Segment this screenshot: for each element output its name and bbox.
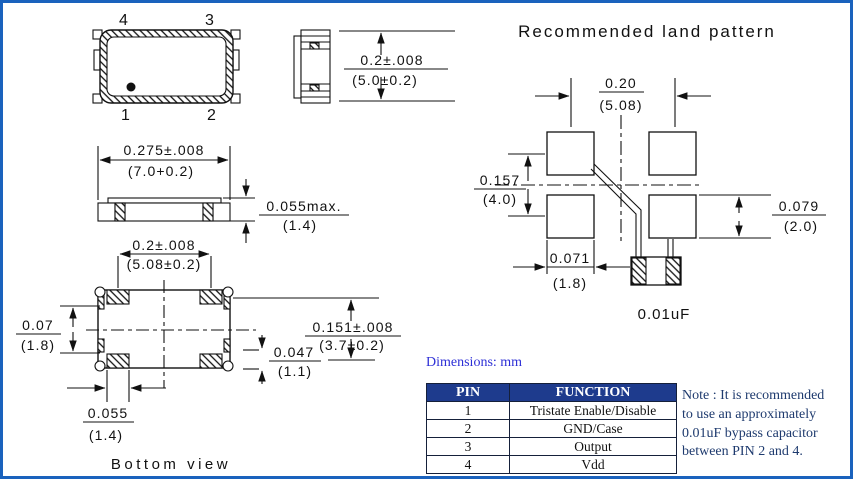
dim-inner-width-mm: (3.7±0.2) bbox=[319, 337, 385, 353]
dim-body-width-lines bbox=[97, 146, 231, 200]
table-row: 4 Vdd bbox=[426, 455, 677, 474]
dim-pad-offset-mm: (1.1) bbox=[278, 363, 312, 379]
dim-pad-height-lines bbox=[16, 305, 100, 354]
note-line: to use an approximately bbox=[682, 406, 817, 422]
dim-lp-pad-height-lines bbox=[699, 194, 826, 239]
table-row: 3 Output bbox=[426, 437, 677, 456]
dim-body-height-inch: 0.2±.008 bbox=[360, 52, 423, 68]
note-line: Note : It is recommended bbox=[682, 388, 825, 403]
pin-number-cell: 2 bbox=[426, 419, 510, 438]
dim-lp-pitch-y-lines bbox=[474, 153, 545, 217]
dim-lp-pitch-y-inch: 0.157 bbox=[480, 172, 521, 188]
capacitor-value-label: 0.01uF bbox=[638, 306, 691, 323]
dim-pad-offset-lines bbox=[243, 335, 321, 384]
dim-pad-pitch-mm: (5.08±0.2) bbox=[127, 256, 202, 272]
pin-label-3: 3 bbox=[205, 12, 215, 29]
table-header-row: PIN FUNCTION bbox=[426, 383, 677, 402]
dimensions-unit-label: Dimensions: mm bbox=[426, 355, 523, 370]
pin-label-2: 2 bbox=[207, 107, 217, 124]
dim-lp-pad-height-inch: 0.079 bbox=[779, 198, 820, 214]
note-line: 0.01uF bypass capacitor bbox=[682, 425, 818, 441]
dim-inner-width-lines bbox=[233, 297, 401, 361]
pin-label-4: 4 bbox=[119, 12, 129, 29]
dim-lp-pitch-x-mm: (5.08) bbox=[599, 97, 642, 113]
dim-body-height-lines bbox=[339, 30, 455, 102]
pin-function-cell: GND/Case bbox=[509, 419, 677, 438]
dim-thickness-mm: (1.4) bbox=[283, 217, 317, 233]
dim-lp-pad-width-inch: 0.071 bbox=[550, 250, 591, 266]
pin-function-cell: Output bbox=[509, 437, 677, 456]
dim-lp-pitch-x-lines bbox=[535, 78, 711, 127]
pin1-marker-dot bbox=[126, 82, 136, 92]
table-row: 1 Tristate Enable/Disable bbox=[426, 401, 677, 420]
pin-number-cell: 3 bbox=[426, 437, 510, 456]
dim-pad-width-lines bbox=[67, 370, 166, 423]
dim-pad-height-inch: 0.07 bbox=[22, 317, 54, 333]
dim-pad-pitch-lines bbox=[117, 250, 212, 288]
package-side-view bbox=[97, 197, 231, 222]
dim-pad-offset-inch: 0.047 bbox=[274, 344, 315, 360]
bypass-capacitor-note: Note : It is recommended to use an appro… bbox=[682, 387, 850, 462]
dim-thickness-lines bbox=[223, 179, 349, 243]
dim-lp-pad-width-lines bbox=[513, 240, 630, 274]
pin-column-header: PIN bbox=[426, 383, 510, 402]
dim-lp-pitch-x-inch: 0.20 bbox=[605, 75, 637, 91]
pin-function-table: PIN FUNCTION 1 Tristate Enable/Disable 2… bbox=[426, 383, 677, 474]
land-pattern-drawing bbox=[495, 115, 703, 286]
bypass-trace bbox=[590, 168, 637, 257]
bottom-view-label: Bottom view bbox=[111, 456, 231, 473]
package-end-view bbox=[293, 29, 331, 104]
pin-label-1: 1 bbox=[121, 107, 131, 124]
dim-pad-height-mm: (1.8) bbox=[21, 337, 55, 353]
dim-body-width-mm: (7.0+0.2) bbox=[128, 163, 194, 179]
package-top-view bbox=[92, 29, 241, 104]
pin-function-cell: Tristate Enable/Disable bbox=[509, 401, 677, 420]
dim-pad-pitch-inch: 0.2±.008 bbox=[132, 237, 195, 253]
technical-drawing-canvas: 4 3 1 2 0.2±.008 (5.0±0.2) 0.275±.008 (7… bbox=[16, 12, 826, 473]
dim-lp-pitch-y-mm: (4.0) bbox=[483, 191, 517, 207]
land-pattern-title: Recommended land pattern bbox=[518, 22, 776, 41]
package-bottom-view bbox=[86, 280, 256, 388]
dim-pad-width-inch: 0.055 bbox=[88, 405, 129, 421]
dim-lp-pad-height-mm: (2.0) bbox=[784, 218, 818, 234]
dim-lp-pad-width-mm: (1.8) bbox=[553, 275, 587, 291]
dim-inner-width-inch: 0.151±.008 bbox=[313, 319, 394, 335]
dim-body-height-mm: (5.0±0.2) bbox=[352, 72, 418, 88]
dim-pad-width-mm: (1.4) bbox=[89, 427, 123, 443]
bypass-capacitor-symbol bbox=[630, 256, 682, 286]
dim-body-width-inch: 0.275±.008 bbox=[124, 142, 205, 158]
dim-thickness-inch: 0.055max. bbox=[266, 198, 341, 214]
function-column-header: FUNCTION bbox=[509, 383, 677, 402]
pin-number-cell: 1 bbox=[426, 401, 510, 420]
table-row: 2 GND/Case bbox=[426, 419, 677, 438]
pin-number-cell: 4 bbox=[426, 455, 510, 474]
pin-function-cell: Vdd bbox=[509, 455, 677, 474]
note-line: between PIN 2 and 4. bbox=[682, 444, 803, 460]
bypass-trace bbox=[593, 163, 642, 257]
